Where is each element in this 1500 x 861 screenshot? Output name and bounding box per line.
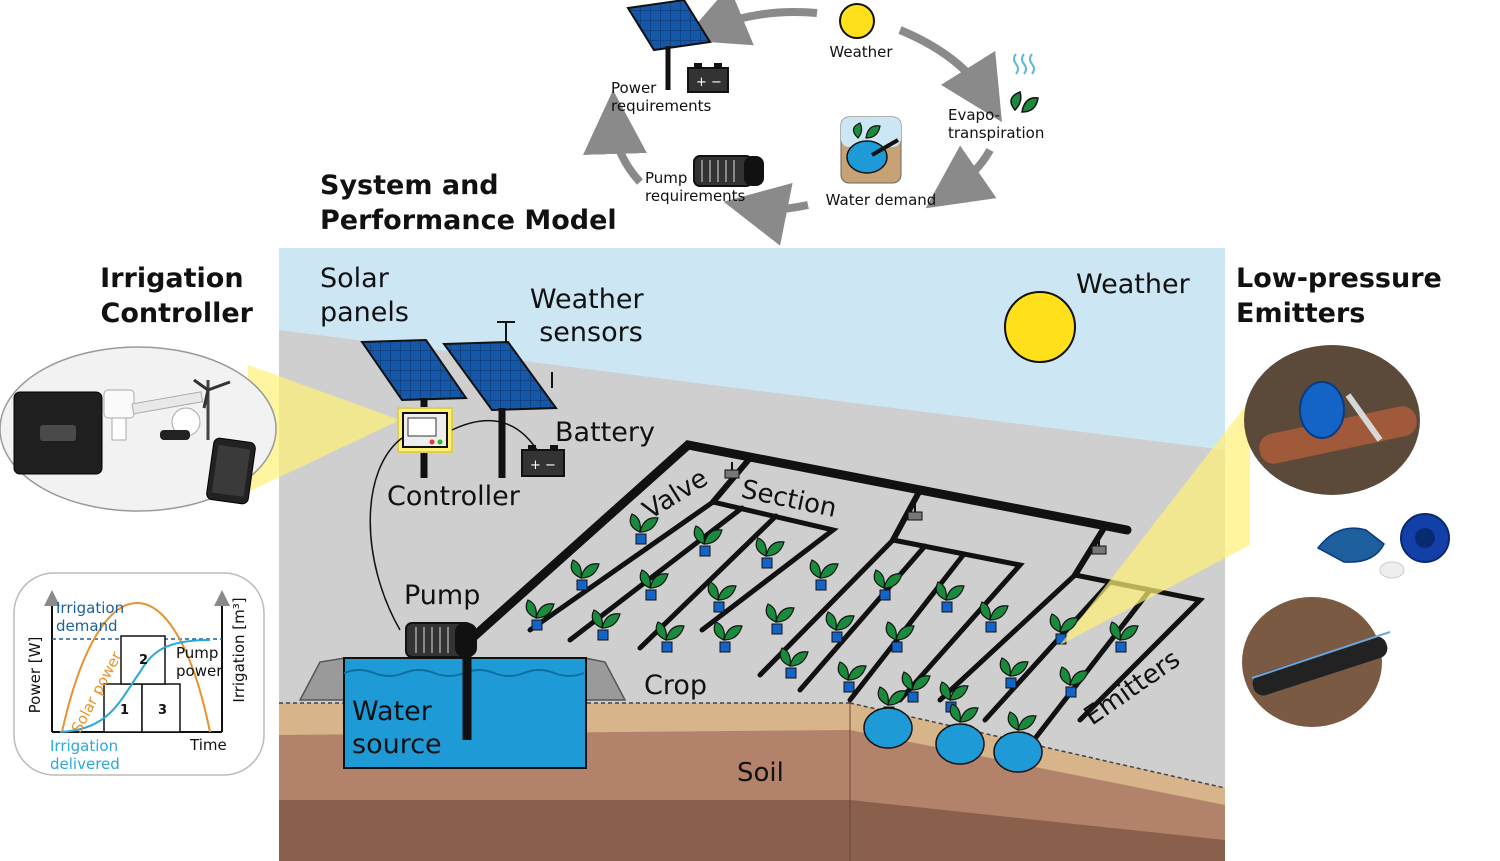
crop-plant-icon — [935, 581, 965, 613]
cycle-water-demand-label: Water demand — [826, 191, 937, 209]
performance-cycle: Weather Evapo- transpiration Water deman… — [582, 0, 1044, 246]
controller-device — [397, 407, 453, 453]
pump-power-label: Pump power — [176, 644, 223, 680]
crop-plant-icon — [999, 657, 1029, 689]
cycle-arrow — [682, 0, 818, 46]
pump — [405, 622, 477, 740]
crop-plant-icon — [713, 621, 743, 653]
controller-highlight — [248, 365, 400, 492]
sun-icon — [839, 3, 875, 39]
weather-station-image — [103, 378, 231, 441]
crop-plant-icon — [1109, 621, 1139, 653]
block-3-label: 3 — [158, 703, 167, 718]
weather-sensors-label: Weather sensors — [530, 284, 652, 348]
crop-plant-icon — [591, 609, 621, 641]
irrigation-inset-chart: Power [W] Irrigation [m³] Time Irrigatio… — [13, 572, 265, 776]
crop-plant-icon — [779, 647, 809, 679]
cycle-arrow — [582, 90, 647, 185]
irrigation-delivered-curve — [59, 639, 211, 733]
valve-icon — [724, 462, 740, 479]
battery-wire — [451, 419, 541, 456]
irrigation-delivered-label: Irrigation delivered — [50, 737, 123, 773]
chart-y-right-label: Irrigation [m³] — [230, 597, 248, 702]
system-model-heading: System and Performance Model — [320, 170, 617, 236]
block-2-label: 2 — [139, 653, 148, 668]
cycle-pump-requirements-label: Pump requirements — [645, 169, 746, 205]
drip-line-image — [1242, 597, 1391, 727]
solar-power-curve — [61, 602, 211, 733]
cycle-arrow — [925, 145, 997, 209]
soil-label: Soil — [737, 758, 784, 788]
water-source-label: Water source — [352, 696, 442, 760]
irrigation-controller-heading: Irrigation Controller — [100, 263, 254, 329]
smartphone-image — [206, 437, 256, 505]
water-demand-icon — [840, 116, 902, 184]
crop-plant-icon — [885, 621, 915, 653]
cycle-weather-label: Weather — [829, 43, 893, 61]
pump-wire — [369, 437, 403, 631]
crop-plants — [525, 513, 1139, 743]
block-2 — [120, 635, 166, 685]
valve-icon — [907, 504, 923, 521]
emitter-on-pipe-image — [1244, 345, 1420, 495]
emitter-parts-image — [1316, 513, 1450, 579]
cycle-arrow — [898, 26, 1002, 123]
crop-plant-icon — [1049, 613, 1079, 645]
cycle-power-requirements-label: Power requirements — [611, 79, 712, 115]
controller-label: Controller — [387, 481, 521, 512]
crop-label: Crop — [644, 670, 707, 701]
crop-plant-icon — [755, 537, 785, 569]
evapotranspiration-icon — [1010, 53, 1039, 113]
soil-deep-layer — [279, 800, 1225, 861]
pump-icon — [693, 155, 764, 187]
svg-text:+ −: + − — [530, 458, 556, 473]
low-pressure-emitters-heading: Low-pressure Emitters — [1236, 263, 1451, 329]
weather-label: Weather — [1076, 269, 1191, 300]
chart-y-left-label: Power [W] — [26, 637, 44, 714]
pump-label: Pump — [404, 580, 480, 611]
battery: + − — [521, 445, 565, 477]
crop-plant-icon — [693, 525, 723, 557]
cycle-evapotranspiration-label: Evapo- transpiration — [948, 106, 1044, 142]
crop-plant-icon — [1059, 666, 1089, 698]
crop-plant-icon — [707, 581, 737, 613]
chart-x-label: Time — [189, 736, 227, 754]
crop-plant-icon — [837, 661, 867, 693]
valve-icon — [1091, 538, 1107, 555]
crop-plant-icon — [765, 603, 795, 635]
crop-plant-icon — [979, 601, 1009, 633]
sun — [1004, 291, 1076, 363]
block-3 — [141, 683, 181, 733]
block-1-label: 1 — [120, 703, 129, 718]
controller-unit-image — [13, 391, 103, 475]
crop-plant-icon — [901, 671, 931, 703]
crop-plant-icon — [570, 559, 600, 591]
crop-plant-icon — [825, 611, 855, 643]
crop-plant-icon — [525, 599, 555, 631]
crop-plant-icon — [639, 569, 669, 601]
battery-label: Battery — [555, 417, 655, 448]
irrigation-demand-label: Irrigation demand — [56, 599, 129, 635]
crop-plant-icon — [809, 559, 839, 591]
crop-plant-icon — [629, 513, 659, 545]
root-zones — [863, 707, 1043, 773]
svg-text:+ −: + − — [696, 75, 722, 90]
cycle-arrow — [723, 182, 809, 246]
crop-plant-icon — [873, 569, 903, 601]
emitter-photos — [1242, 345, 1450, 727]
solar-panels-label: Solar panels — [320, 263, 409, 328]
battery-icon: + − — [687, 63, 729, 93]
emitter-highlight — [1060, 400, 1250, 645]
crop-plant-icon — [655, 621, 685, 653]
main-scene: + − — [248, 248, 1250, 861]
solar-panel-icon — [626, 0, 712, 90]
controller-photo-inset — [0, 346, 277, 512]
